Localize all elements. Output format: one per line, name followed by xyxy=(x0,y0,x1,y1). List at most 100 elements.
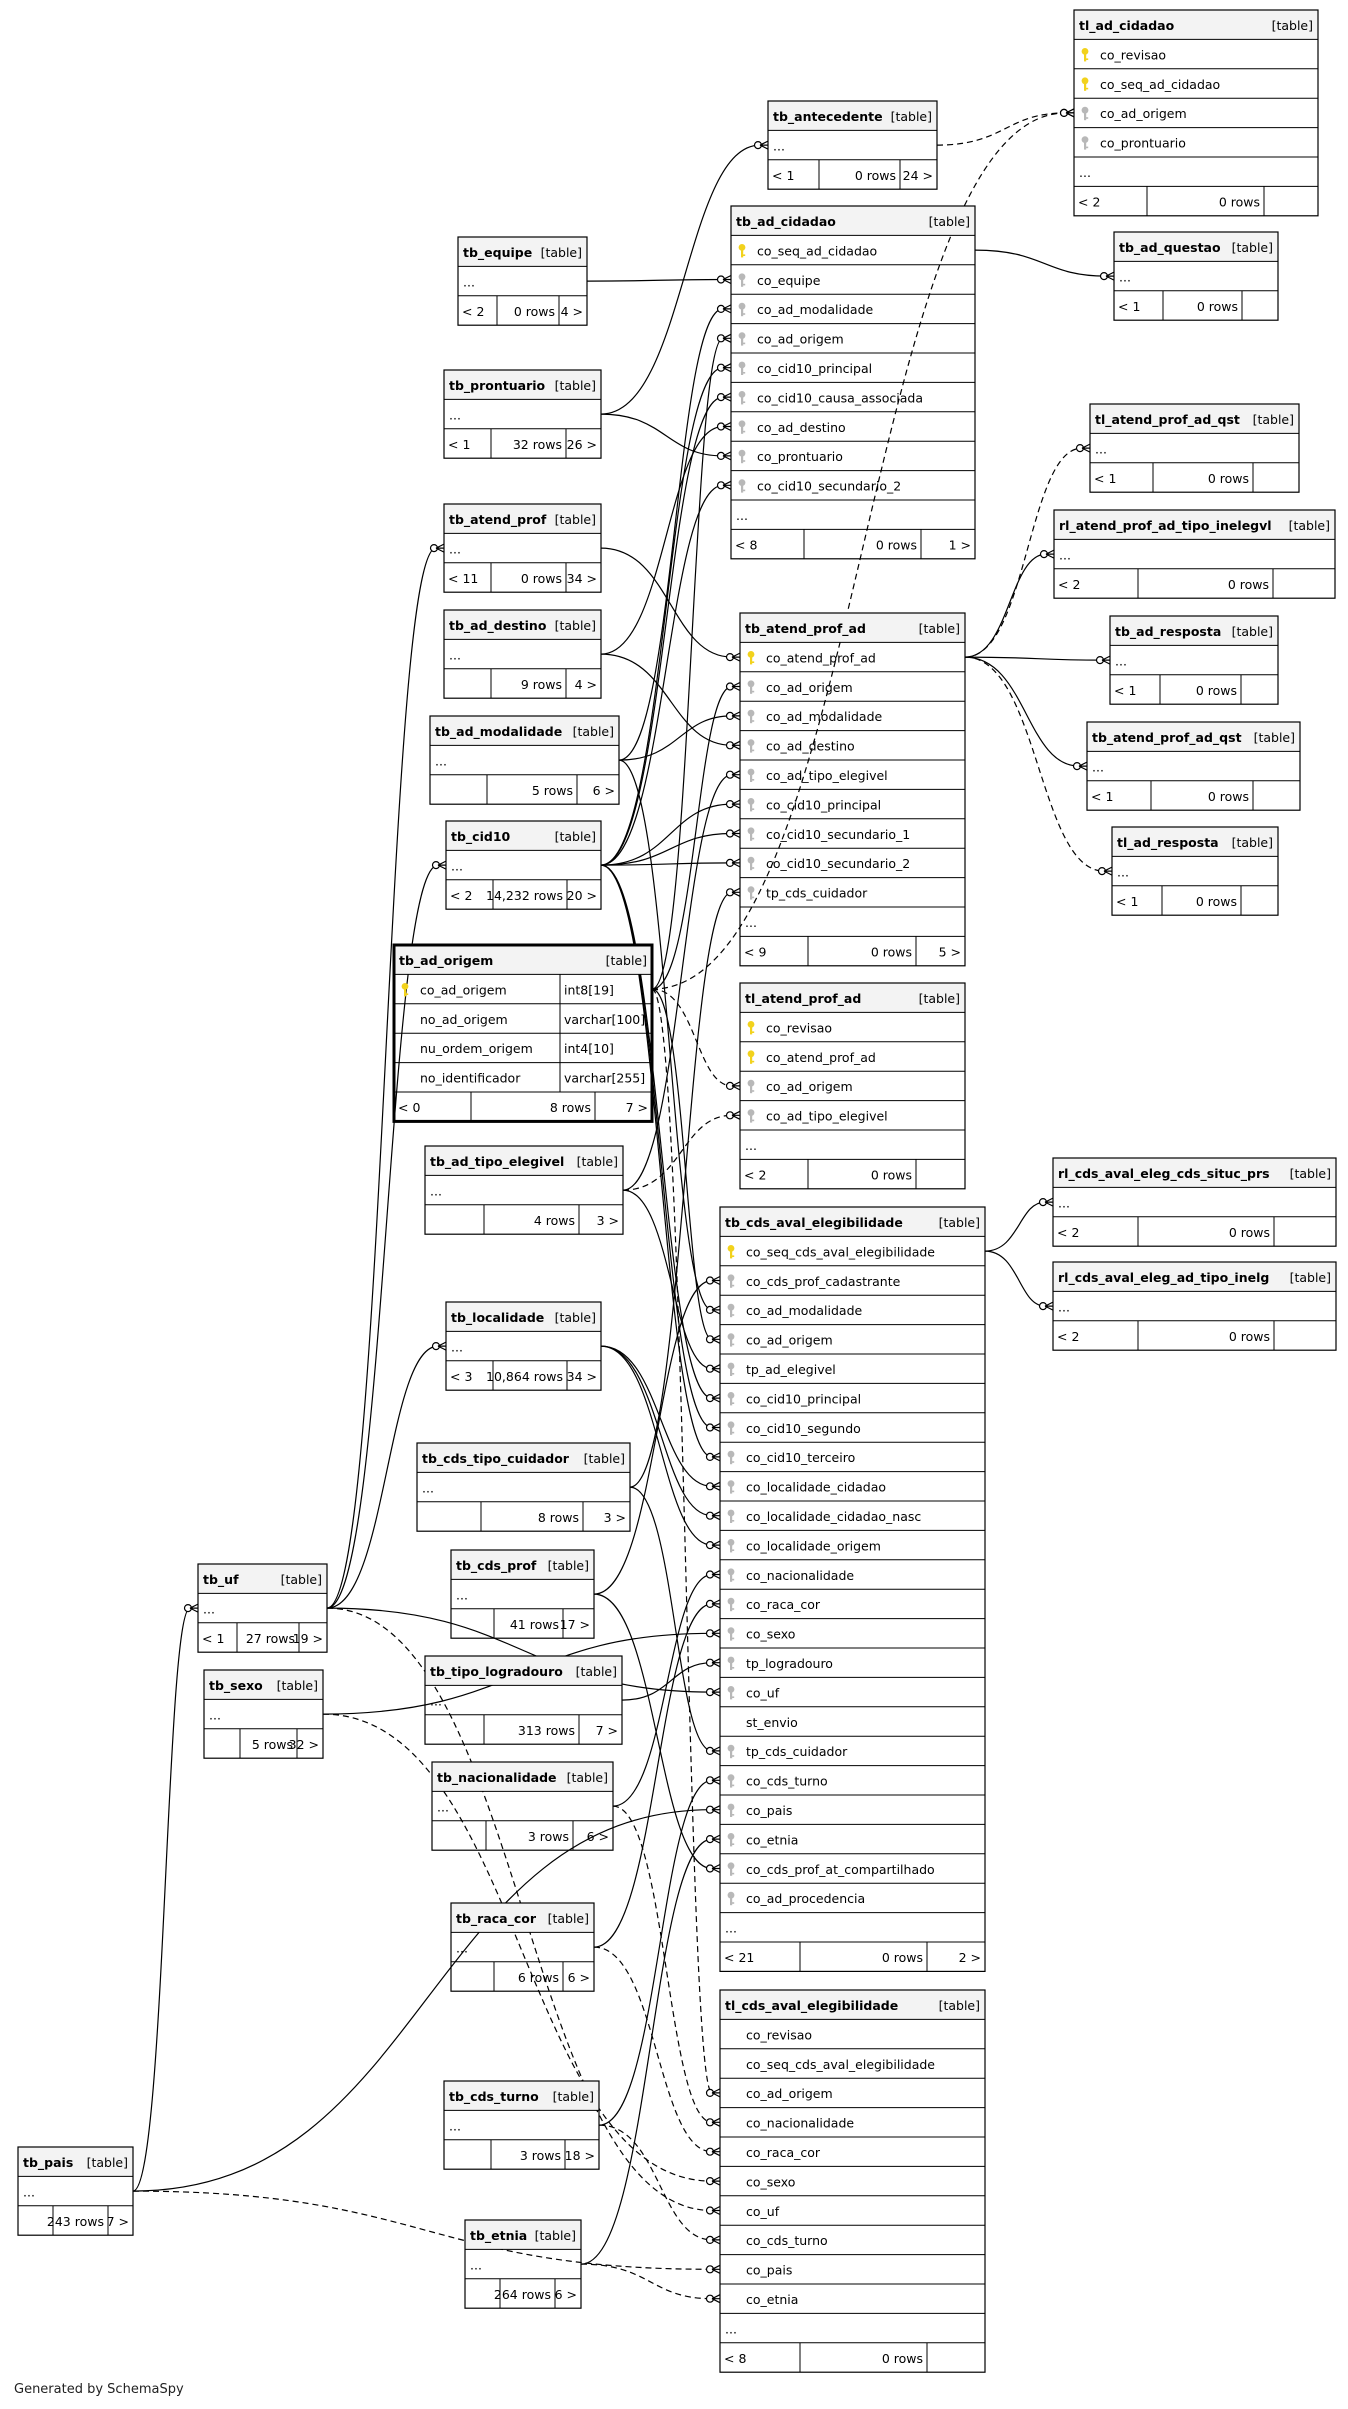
table-type-label: [table] xyxy=(1272,18,1313,33)
column-co_ad_modalidade: co_ad_modalidade xyxy=(757,302,874,317)
crowfoot-marker xyxy=(731,887,741,897)
more-columns: ... xyxy=(1117,864,1129,879)
table-tb_cds_aval_elegibilidade[interactable]: tb_cds_aval_elegibilidade[table]co_seq_c… xyxy=(719,1206,986,1973)
foreign-key-icon xyxy=(738,420,746,434)
table-type-label: [table] xyxy=(1289,518,1330,533)
column-no_identificador: no_identificador xyxy=(420,1071,521,1086)
relationship-line xyxy=(600,1345,713,1546)
column-co_cid10_secundario_2: co_cid10_secundario_2 xyxy=(757,479,901,494)
parent-count: < 1 xyxy=(1118,299,1140,314)
row-count: 8 rows xyxy=(550,1100,591,1115)
child-count: 6 > xyxy=(568,1970,590,1985)
table-type-label: [table] xyxy=(1290,1270,1331,1285)
table-rl_cds_aval_eleg_cds_situc_prs[interactable]: rl_cds_aval_eleg_cds_situc_prs[table]...… xyxy=(1052,1157,1337,1247)
table-type-label: [table] xyxy=(577,1154,618,1169)
table-tl_cds_aval_elegibilidade[interactable]: tl_cds_aval_elegibilidade[table]co_revis… xyxy=(719,1989,986,2373)
foreign-key-icon xyxy=(727,1803,735,1817)
table-border xyxy=(1113,231,1279,321)
table-name: tb_ad_tipo_elegivel xyxy=(430,1154,564,1170)
table-border xyxy=(443,503,602,593)
child-count: 24 > xyxy=(903,168,933,183)
column-co_seq_cds_aval_elegibilidade: co_seq_cds_aval_elegibilidade xyxy=(746,2057,935,2072)
foreign-key-icon xyxy=(738,391,746,405)
table-name: tb_cds_prof xyxy=(456,1558,537,1574)
column-co_ad_origem: co_ad_origem xyxy=(766,1079,853,1094)
more-columns: ... xyxy=(451,858,463,873)
table-border xyxy=(443,369,602,459)
table-name: tb_ad_questao xyxy=(1119,240,1221,256)
column-st_envio: st_envio xyxy=(746,1715,798,1730)
table-tl_ad_cidadao[interactable]: tl_ad_cidadao[table]co_revisaoco_seq_ad_… xyxy=(1073,9,1319,217)
column-co_ad_origem: co_ad_origem xyxy=(1100,106,1187,121)
row-count: 0 rows xyxy=(876,537,917,552)
relationship-line xyxy=(600,653,733,746)
table-type-label: [table] xyxy=(576,1664,617,1679)
table-name: tb_raca_cor xyxy=(456,1911,537,1927)
relationship-line xyxy=(600,803,733,866)
column-co_pais: co_pais xyxy=(746,2263,792,2278)
row-count: 0 rows xyxy=(882,2351,923,2366)
foreign-key-icon xyxy=(747,798,755,812)
column-co_localidade_cidadao_nasc: co_localidade_cidadao_nasc xyxy=(746,1509,921,1524)
table-name: tb_cds_aval_elegibilidade xyxy=(725,1215,903,1231)
table-rl_cds_aval_eleg_ad_tipo_inelg[interactable]: rl_cds_aval_eleg_ad_tipo_inelg[table]...… xyxy=(1052,1261,1337,1351)
table-tb_atend_prof_ad[interactable]: tb_atend_prof_ad[table]co_atend_prof_adc… xyxy=(739,612,966,967)
column-co_cid10_terceiro: co_cid10_terceiro xyxy=(746,1450,855,1465)
row-count: 0 rows xyxy=(855,168,896,183)
child-count: 3 > xyxy=(604,1510,626,1525)
table-tl_atend_prof_ad[interactable]: tl_atend_prof_ad[table]co_revisaoco_aten… xyxy=(739,982,966,1190)
relationship-line xyxy=(651,685,733,990)
table-border xyxy=(450,1549,595,1639)
table-name: tb_antecedente xyxy=(773,109,883,125)
relationship-line xyxy=(964,656,1080,767)
primary-key-icon xyxy=(747,1021,755,1035)
table-tb_ad_cidadao[interactable]: tb_ad_cidadao[table]co_seq_ad_cidadaoco_… xyxy=(730,205,976,560)
row-count: 0 rows xyxy=(1219,194,1260,209)
foreign-key-icon xyxy=(727,1686,735,1700)
child-count: 7 > xyxy=(596,1723,618,1738)
table-type-label: [table] xyxy=(541,245,582,260)
child-count: 7 > xyxy=(626,1100,648,1115)
crowfoot-marker xyxy=(711,2117,721,2127)
table-rl_atend_prof_ad_tipo_inelegvl[interactable]: rl_atend_prof_ad_tipo_inelegvl[table]...… xyxy=(1053,509,1336,599)
table-name: tl_atend_prof_ad_qst xyxy=(1095,412,1240,428)
more-columns: ... xyxy=(430,1183,442,1198)
column-co_cid10_principal: co_cid10_principal xyxy=(746,1391,861,1406)
table-border xyxy=(719,1989,986,2373)
table-name: tb_atend_prof xyxy=(449,512,547,528)
parent-count: < 1 xyxy=(1116,894,1138,909)
relationship-line xyxy=(586,278,724,282)
foreign-key-icon xyxy=(727,1568,735,1582)
crowfoot-marker xyxy=(437,1341,447,1351)
child-count: 19 > xyxy=(293,1631,323,1646)
table-name: tb_ad_origem xyxy=(399,953,493,969)
relationship-line xyxy=(322,1713,713,2182)
foreign-key-icon xyxy=(727,1421,735,1435)
crowfoot-marker xyxy=(711,2205,721,2216)
